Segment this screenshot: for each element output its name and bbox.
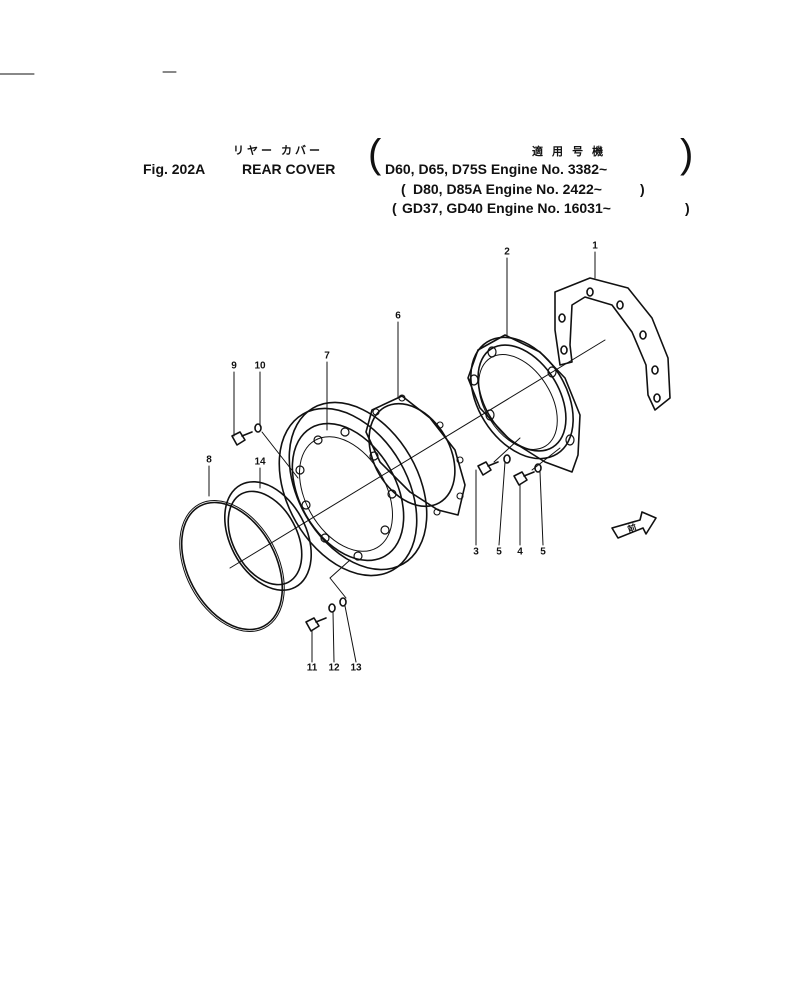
applicability-line-3: GD37, GD40 Engine No. 16031~	[402, 200, 611, 216]
part-9-bolt	[231, 431, 253, 446]
paren-close-3: )	[685, 200, 690, 216]
callout-2: 2	[504, 246, 510, 258]
part-11-bolt	[305, 617, 327, 632]
figure-number: Fig. 202A	[143, 161, 206, 177]
gasket-hole	[651, 365, 659, 375]
part-10-washer	[254, 423, 262, 433]
part-4-bolt	[513, 471, 535, 486]
jp-title: リヤー カバー	[233, 145, 324, 157]
part-7-retainer	[278, 401, 428, 577]
front-direction-arrow	[611, 511, 657, 539]
callout-5a: 5	[496, 546, 502, 558]
paren-close: )	[680, 132, 694, 176]
gasket-hole	[560, 345, 568, 355]
leader-lines	[208, 251, 596, 663]
callout-10: 10	[254, 360, 266, 372]
callout-5b: 5	[540, 546, 546, 558]
paren-open-2: (	[401, 181, 406, 197]
part-8-o-ring	[179, 500, 285, 632]
assembly-centerlines	[229, 339, 606, 599]
callout-8: 8	[206, 454, 212, 466]
part-3-bolt	[477, 461, 499, 476]
callout-7: 7	[324, 350, 330, 362]
paren-close-2: )	[640, 181, 645, 197]
part-5-washer-a	[503, 454, 511, 464]
callout-11: 11	[306, 662, 318, 674]
gasket-hole	[558, 313, 566, 323]
applicability-line-2: D80, D85A Engine No. 2422~	[413, 181, 602, 197]
callout-6: 6	[395, 310, 401, 322]
gasket-hole	[616, 300, 624, 310]
gasket-hole	[586, 287, 594, 297]
callout-1: 1	[592, 240, 598, 252]
applicability-line-1: D60, D65, D75S Engine No. 3382~	[385, 161, 608, 177]
callout-12: 12	[328, 662, 340, 674]
part-2-rear-cover	[467, 334, 581, 473]
part-12-washer	[328, 603, 336, 613]
callout-4: 4	[517, 546, 523, 558]
gasket-hole	[653, 393, 661, 403]
callout-9: 9	[231, 360, 237, 372]
figure-title: REAR COVER	[242, 161, 336, 177]
paren-open-3: (	[392, 200, 397, 216]
callout-14: 14	[254, 456, 266, 468]
part-14-oil-seal	[223, 480, 313, 592]
callout-13: 13	[350, 662, 362, 674]
paren-open: (	[368, 132, 382, 176]
part-13-lock-washer	[339, 597, 347, 607]
part-1-gasket	[554, 277, 671, 411]
gasket-hole	[639, 330, 647, 340]
callout-3: 3	[473, 546, 479, 558]
jp-applicable-label: 適 用 号 機	[532, 146, 607, 158]
